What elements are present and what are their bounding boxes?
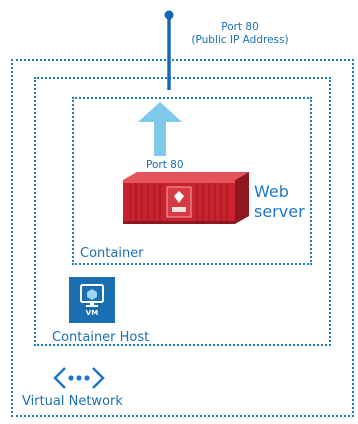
- web-server-label: Web server: [254, 182, 334, 222]
- web-server-line1: Web: [254, 182, 289, 201]
- vm-label: VM: [85, 309, 99, 317]
- container-label: Container: [80, 246, 144, 261]
- container-host-boundary: [34, 77, 331, 346]
- virtual-network-icon: [53, 367, 105, 389]
- public-port-label: Port 80 (Public IP Address): [183, 21, 297, 47]
- virtual-network-boundary: [11, 59, 354, 417]
- up-arrow-icon: [138, 102, 182, 156]
- shipping-container-icon: [123, 172, 249, 224]
- container-port-label: Port 80: [146, 159, 184, 171]
- public-ip-text: (Public IP Address): [191, 34, 289, 46]
- public-port-text: Port 80: [221, 21, 259, 33]
- container-host-label: Container Host: [52, 330, 150, 345]
- container-boundary: [72, 97, 312, 265]
- pin-line-icon: [164, 10, 174, 90]
- virtual-network-label: Virtual Network: [22, 394, 123, 409]
- web-server-line2: server: [254, 202, 305, 221]
- virtual-machine-icon: VM: [69, 277, 115, 323]
